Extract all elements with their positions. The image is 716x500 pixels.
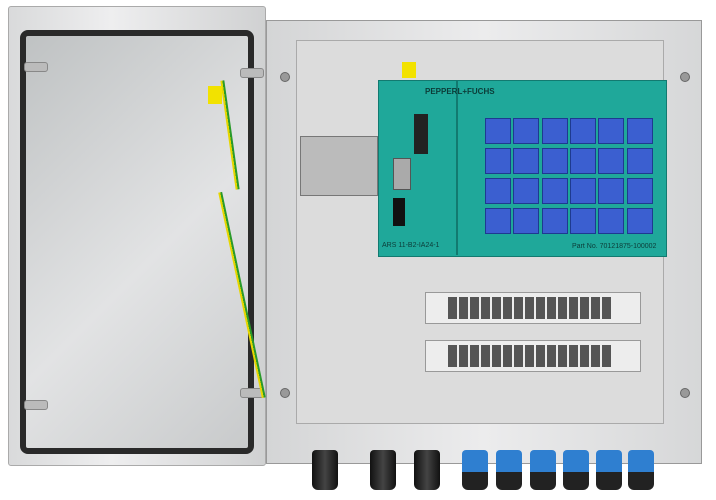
terminal	[525, 297, 534, 319]
io-connector[interactable]	[570, 178, 596, 204]
terminal	[470, 345, 479, 367]
module-divider	[456, 80, 458, 255]
screw	[680, 388, 690, 398]
terminal	[481, 297, 490, 319]
terminal-strip-2	[425, 340, 641, 372]
cable-gland-black	[312, 450, 338, 490]
io-connector[interactable]	[485, 178, 511, 204]
terminal	[525, 345, 534, 367]
io-connector[interactable]	[626, 148, 653, 174]
io-connector[interactable]	[541, 178, 568, 204]
io-connector[interactable]	[541, 208, 568, 234]
terminal	[514, 297, 523, 319]
terminal	[470, 297, 479, 319]
terminal	[492, 345, 501, 367]
terminal	[569, 345, 578, 367]
io-connector[interactable]	[541, 118, 568, 144]
terminal	[569, 297, 578, 319]
io-connector[interactable]	[570, 208, 596, 234]
cable-gland-blue	[563, 450, 589, 490]
ground-lug	[402, 62, 416, 78]
brand-label: PEPPERL+FUCHS	[425, 87, 495, 96]
model-label: ARS 11-B2-IA24-1	[382, 242, 440, 249]
terminal	[591, 297, 600, 319]
terminal-strip-1	[425, 292, 641, 324]
io-connector[interactable]	[541, 148, 568, 174]
part-number-label: Part No. 70121875-100002	[572, 243, 657, 250]
terminal	[459, 345, 468, 367]
cable-gland-blue	[596, 450, 622, 490]
terminal	[536, 297, 545, 319]
terminal	[558, 345, 567, 367]
terminal	[591, 345, 600, 367]
terminal	[580, 345, 589, 367]
terminal	[448, 297, 457, 319]
cable-gland-blue	[496, 450, 522, 490]
io-connector[interactable]	[513, 178, 540, 204]
io-connector[interactable]	[598, 178, 625, 204]
terminal	[602, 297, 611, 319]
io-connector[interactable]	[513, 208, 540, 234]
cable-gland-black	[370, 450, 396, 490]
io-connector[interactable]	[485, 118, 511, 144]
door-hinge-top	[24, 62, 48, 72]
terminal	[503, 297, 512, 319]
terminal	[602, 345, 611, 367]
io-connector[interactable]	[626, 178, 653, 204]
terminal	[536, 345, 545, 367]
cable-gland-blue	[530, 450, 556, 490]
cable-gland-blue	[628, 450, 654, 490]
io-connector[interactable]	[570, 118, 596, 144]
ground-lug	[208, 86, 222, 104]
io-connector[interactable]	[598, 148, 625, 174]
io-connector[interactable]	[570, 148, 596, 174]
connector-grid	[485, 118, 655, 234]
terminal	[448, 345, 457, 367]
power-connector[interactable]	[414, 114, 428, 154]
hinge-pin-top	[240, 68, 264, 78]
terminal	[481, 345, 490, 367]
io-connector[interactable]	[513, 148, 540, 174]
terminal	[558, 297, 567, 319]
power-terminal-block	[300, 136, 378, 196]
io-connector[interactable]	[626, 118, 653, 144]
sfp-ports[interactable]	[393, 198, 405, 226]
screw	[280, 388, 290, 398]
io-connector[interactable]	[598, 208, 625, 234]
terminal	[514, 345, 523, 367]
io-connector[interactable]	[598, 118, 625, 144]
ethernet-ports[interactable]	[393, 158, 411, 190]
terminal	[459, 297, 468, 319]
cable-gland-blue	[462, 450, 488, 490]
io-connector[interactable]	[626, 208, 653, 234]
terminal	[547, 345, 556, 367]
io-connector[interactable]	[485, 208, 511, 234]
screw	[680, 72, 690, 82]
terminal	[547, 297, 556, 319]
terminal	[503, 345, 512, 367]
terminal	[492, 297, 501, 319]
io-connector[interactable]	[513, 118, 540, 144]
screw	[280, 72, 290, 82]
door-hinge-bottom	[24, 400, 48, 410]
terminal	[580, 297, 589, 319]
cable-gland-black	[414, 450, 440, 490]
io-connector[interactable]	[485, 148, 511, 174]
